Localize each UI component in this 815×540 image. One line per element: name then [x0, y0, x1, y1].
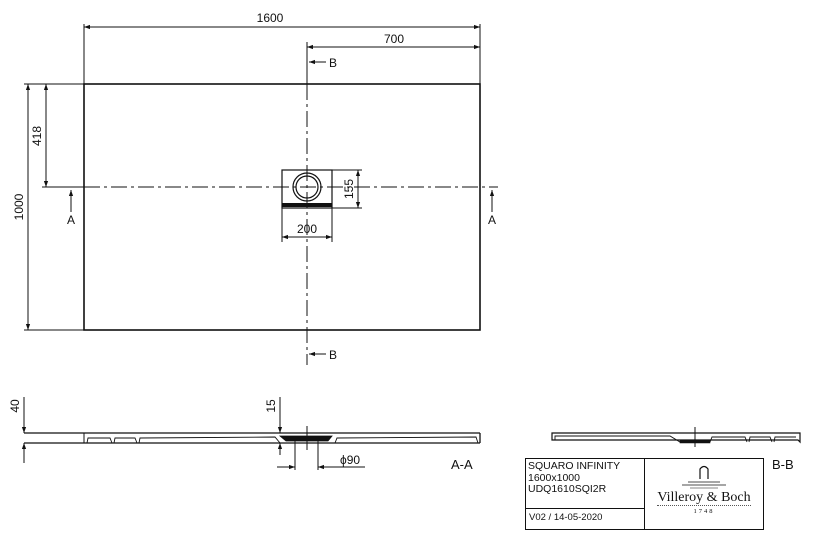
- section-label-aa: A-A: [451, 457, 473, 472]
- brand-year: 1748: [693, 507, 715, 515]
- product-code: UDQ1610SQI2R: [528, 483, 607, 495]
- product-name: SQUARO INFINITY: [528, 460, 621, 472]
- version-date: V02 / 14-05-2020: [529, 512, 603, 523]
- section-marker-a-right: A: [488, 213, 496, 227]
- dim-label-155: 155: [342, 179, 356, 199]
- section-label-bb: B-B: [772, 457, 794, 472]
- title-block-info: SQUARO INFINITY 1600x1000 UDQ1610SQI2R V…: [526, 459, 645, 529]
- product-size: 1600x1000: [528, 471, 580, 484]
- faucet-logo-icon: [682, 465, 726, 489]
- drain-box: [281, 169, 333, 209]
- section-marker-a-left: A: [67, 213, 75, 227]
- dim-label-1600: 1600: [257, 11, 284, 25]
- dim-label-700: 700: [384, 32, 404, 46]
- dim-label-418: 418: [30, 126, 44, 146]
- plan-view: [24, 24, 498, 365]
- drain-outlet-inner: [295, 175, 319, 199]
- dim-label-40: 40: [8, 399, 22, 413]
- dim-label-15: 15: [264, 399, 278, 413]
- brand-logo: Villeroy & Boch 1748: [645, 459, 763, 529]
- section-marker-b-bottom: B: [329, 348, 337, 362]
- dim-label-1000: 1000: [12, 193, 26, 220]
- section-bb-view: [551, 427, 801, 447]
- drain-outlet-outer: [292, 172, 322, 202]
- dim-label-200: 200: [297, 222, 317, 236]
- title-block: SQUARO INFINITY 1600x1000 UDQ1610SQI2R V…: [525, 458, 764, 530]
- brand-name: Villeroy & Boch: [657, 489, 751, 506]
- product-info: SQUARO INFINITY 1600x1000 UDQ1610SQI2R: [526, 459, 644, 509]
- drain-grate-bar: [282, 203, 332, 207]
- tray-outline: [83, 83, 481, 331]
- section-marker-b-top: B: [329, 56, 337, 70]
- section-aa-view: [21, 397, 481, 470]
- dim-label-diameter-90: ϕ90: [340, 453, 360, 467]
